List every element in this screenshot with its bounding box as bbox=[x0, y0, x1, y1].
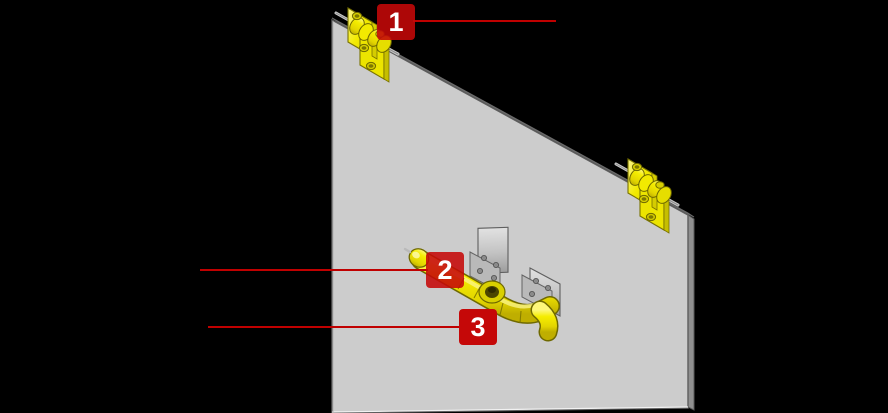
leader-line-2 bbox=[200, 269, 428, 271]
door-panel bbox=[331, 17, 695, 413]
callout-badge-3[interactable]: 3 bbox=[459, 309, 497, 345]
stay-rod bbox=[403, 247, 560, 342]
hinge-right bbox=[614, 158, 680, 234]
rod-pivot bbox=[478, 280, 506, 304]
leader-line-3 bbox=[208, 326, 461, 328]
leader-line-1 bbox=[413, 20, 556, 22]
callout-badge-1[interactable]: 1 bbox=[377, 4, 415, 40]
callout-badge-2[interactable]: 2 bbox=[426, 252, 464, 288]
rod-end-cap bbox=[403, 247, 430, 268]
